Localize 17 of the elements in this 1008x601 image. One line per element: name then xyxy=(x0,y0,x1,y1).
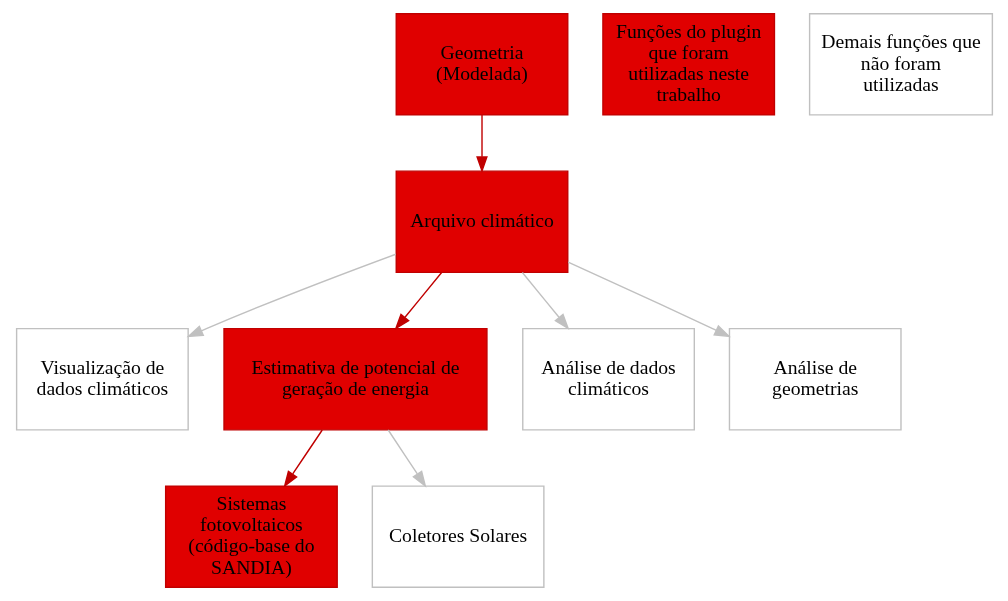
node-box: Arquivo climático xyxy=(395,170,568,274)
arrow xyxy=(521,271,569,331)
node-box: Estimativa de potencial de geração de energia xyxy=(222,327,488,431)
node-box: Geometria (Modelada) xyxy=(395,12,568,116)
arrow xyxy=(566,261,731,338)
arrow xyxy=(282,429,323,488)
node-box: Análise de dados climáticos xyxy=(521,327,695,431)
node-box: Funções do plugin que foram utilizadas neste trabalho xyxy=(601,12,775,116)
node-box: Demais funções que não foram utilizadas xyxy=(808,12,993,116)
node-box: Coletores Solares xyxy=(371,485,545,589)
node-box: Sistemas fotovoltaicos (código-base do SANDIA) xyxy=(164,485,338,589)
arrow xyxy=(186,253,396,338)
arrow xyxy=(394,271,442,331)
node-box: Visualização de dados climáticos xyxy=(15,327,189,431)
node-box: Análise de geometrias xyxy=(728,327,902,431)
arrow xyxy=(387,429,426,488)
arrow xyxy=(475,114,488,174)
